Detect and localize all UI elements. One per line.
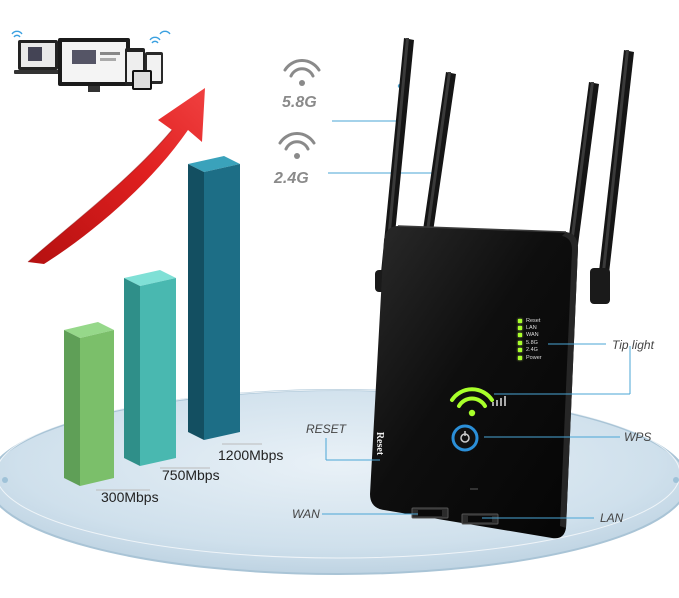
- wps-callout: WPS: [624, 430, 652, 444]
- band-2-4g-label: 2.4G: [274, 170, 309, 187]
- led-dot: [518, 318, 522, 323]
- connected-devices-image: [11, 30, 171, 92]
- lan-port: [461, 513, 499, 525]
- wifi-icon: [278, 132, 316, 159]
- speed-bar-300: [64, 322, 114, 486]
- speed-label-300: 300Mbps: [101, 489, 159, 505]
- led-dot: [518, 326, 522, 331]
- band-5-8g-label: 5.8G: [282, 94, 317, 111]
- reset-button: Reset: [372, 417, 388, 469]
- reset-button-label: Reset: [374, 431, 386, 455]
- reset-callout: RESET: [306, 422, 347, 436]
- wan-port: [411, 507, 449, 519]
- led-dot: [518, 340, 522, 345]
- antenna: [590, 50, 634, 304]
- wifi-signal-icon: [450, 387, 506, 417]
- led-label: WAN: [526, 332, 539, 339]
- led-label: LAN: [526, 325, 537, 332]
- router-device: [370, 225, 578, 539]
- wan-callout: WAN: [292, 507, 320, 521]
- led-label: 2.4G: [526, 347, 538, 354]
- speed-label-750: 750Mbps: [162, 467, 220, 483]
- led-dot: [518, 348, 522, 353]
- led-dot: [518, 333, 522, 338]
- antenna: [423, 72, 456, 232]
- speed-bar-1200: [188, 156, 240, 440]
- led-indicator-panel: Reset LAN WAN 5.8G 2.4G Power: [518, 317, 564, 361]
- led-dot: [518, 355, 522, 360]
- wifi-icon: [283, 59, 321, 86]
- growth-arrow: [27, 88, 205, 264]
- lan-callout: LAN: [600, 511, 624, 525]
- speed-bar-750: [124, 270, 176, 466]
- led-label: Reset: [526, 317, 541, 324]
- wps-button: [451, 424, 479, 452]
- led-label: Power: [526, 354, 542, 361]
- speed-label-1200: 1200Mbps: [218, 447, 284, 463]
- led-label: 5.8G: [526, 339, 538, 346]
- tip-light-callout: Tip light: [612, 338, 654, 352]
- antenna: [568, 82, 599, 245]
